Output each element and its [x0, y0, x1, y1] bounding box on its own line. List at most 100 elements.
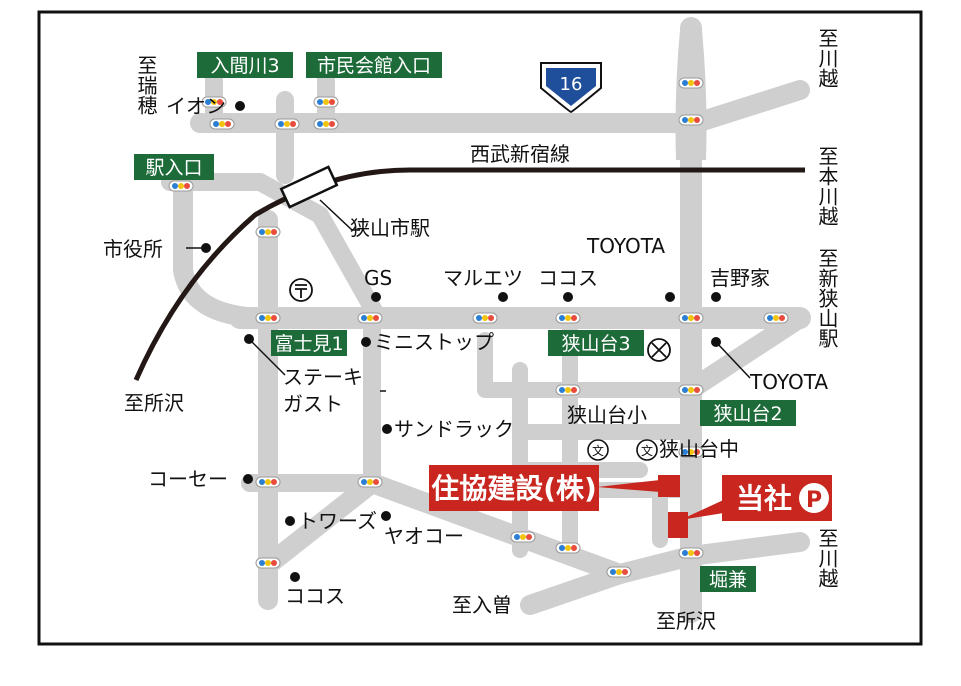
- traffic-light-icon: [606, 566, 632, 578]
- svg-text:駅入口: 駅入口: [145, 157, 202, 179]
- svg-text:狭山台2: 狭山台2: [713, 403, 782, 425]
- label-gusto: ガスト: [283, 392, 343, 416]
- traffic-light-icon: [555, 312, 581, 324]
- landmark-dots: [201, 101, 721, 582]
- dir-tokorozawa-bottom: 至所沢: [656, 609, 716, 633]
- svg-text:文: 文: [641, 443, 653, 458]
- sayama-station-icon: [279, 165, 339, 209]
- traffic-light-icon: [678, 384, 704, 396]
- label-ministop: ミニストップ: [374, 330, 494, 354]
- sign-shimin: 市民会館入口: [306, 52, 442, 78]
- label-sundrug: サンドラック: [394, 417, 514, 441]
- dir-honkawagoe: 至本川越: [815, 146, 839, 226]
- dir-irizo: 至入曽: [452, 593, 512, 617]
- svg-text:堀兼: 堀兼: [709, 569, 747, 591]
- dir-kawagoe-bottom: 至川越: [815, 528, 839, 588]
- route-16-shield-icon: 16: [540, 62, 602, 114]
- traffic-light-icon: [201, 96, 227, 108]
- label-yoshinoya: 吉野家: [710, 266, 770, 290]
- label-cosei: コーセー: [148, 467, 228, 491]
- traffic-light-icon: [678, 446, 704, 458]
- landmark-dot-icon: [371, 292, 381, 302]
- parking-icon: [799, 483, 829, 513]
- our-office-callout: 当社 P: [668, 475, 832, 538]
- sign-iruma: 入間川3: [197, 52, 293, 78]
- svg-text:市民会館入口: 市民会館入口: [317, 55, 431, 77]
- traffic-light-icon: [255, 557, 281, 569]
- traffic-light-icon: [255, 226, 281, 238]
- landmark-dot-icon: [382, 424, 392, 434]
- svg-text:文: 文: [592, 443, 604, 458]
- landmark-dot-icon: [235, 101, 245, 111]
- our-office-label: 当社: [736, 482, 792, 515]
- seibu-shinjuku-line: [133, 167, 805, 382]
- label-railway: 西武新宿線: [470, 142, 570, 166]
- landmark-dot-icon: [498, 292, 508, 302]
- traffic-light-icon: [168, 180, 194, 192]
- traffic-lights: [168, 77, 789, 578]
- traffic-light-icon: [678, 312, 704, 324]
- svg-text:富士見1: 富士見1: [274, 333, 343, 355]
- sign-horikane: 堀兼: [700, 566, 756, 592]
- sign-fujimi: 富士見1: [271, 330, 347, 356]
- traffic-light-icon: [678, 547, 704, 559]
- landmark-dot-icon: [285, 516, 295, 526]
- traffic-light-icon: [274, 118, 300, 130]
- school-icon: 文: [587, 439, 609, 461]
- label-cocos-top: ココス: [538, 266, 598, 290]
- svg-text:狭山台3: 狭山台3: [561, 333, 630, 355]
- direction-labels: 至瑞穂 至川越 至本川越 至新狭山駅 至川越 至所沢 至入曽 至所沢: [124, 28, 839, 633]
- post-office-icon: [289, 278, 313, 302]
- landmark-dot-icon: [563, 292, 573, 302]
- label-steak: ステーキ: [283, 365, 363, 389]
- traffic-light-icon: [313, 118, 339, 130]
- label-gs: GS: [364, 266, 392, 290]
- landmark-dot-icon: [243, 474, 253, 484]
- label-maruetsu: マルエツ: [443, 266, 523, 290]
- svg-text:入間川3: 入間川3: [210, 55, 279, 77]
- label-sayamadai-chu: 狭山台中: [659, 437, 739, 461]
- traffic-light-icon: [472, 312, 498, 324]
- label-aeon: イオン: [166, 94, 226, 118]
- landmark-labels: イオン 市役所 狭山市駅 西武新宿線 GS マルエツ ココス TOYOTA 吉野…: [103, 94, 828, 608]
- leader-line: [248, 338, 286, 376]
- intersection-signs: 入間川3 市民会館入口 駅入口 富士見1 狭山台3 狭山台2 堀兼: [134, 52, 796, 592]
- traffic-light-icon: [763, 312, 789, 324]
- sign-sayamadai2: 狭山台2: [700, 400, 796, 426]
- traffic-light-icon: [313, 96, 339, 108]
- landmark-dot-icon: [665, 292, 675, 302]
- label-yaokoh: ヤオコー: [384, 524, 464, 548]
- traffic-light-icon: [678, 77, 704, 89]
- label-shiyakusho: 市役所: [103, 237, 163, 261]
- landmark-dot-icon: [381, 511, 391, 521]
- traffic-light-icon: [678, 114, 704, 126]
- leader-line: [715, 341, 751, 379]
- dir-kawagoe-top: 至川越: [815, 28, 839, 88]
- label-toyota-top: TOYOTA: [586, 234, 665, 258]
- label-towers: トワーズ: [298, 509, 377, 533]
- traffic-light-icon: [555, 542, 581, 554]
- traffic-light-icon: [209, 118, 235, 130]
- station-leader-line: [319, 199, 360, 231]
- sign-eki: 駅入口: [134, 154, 214, 180]
- label-sayamadai-sho: 狭山台小: [567, 403, 647, 427]
- route-16-interchange: [675, 30, 707, 160]
- school-icon: 文: [636, 439, 658, 461]
- sign-sayamadai3: 狭山台3: [548, 330, 644, 356]
- parking-label: P: [806, 488, 822, 513]
- landmark-dot-icon: [711, 292, 721, 302]
- label-station: 狭山市駅: [350, 216, 430, 240]
- label-cocos-bottom: ココス: [285, 584, 345, 608]
- traffic-light-icon: [357, 312, 383, 324]
- dir-mizuho: 至瑞穂: [134, 55, 158, 115]
- company-name: 住協建設(株): [431, 472, 597, 505]
- police-box-icon: [647, 338, 671, 362]
- dir-tokorozawa-left: 至所沢: [124, 391, 184, 415]
- company-callout: 住協建設(株): [429, 465, 680, 511]
- traffic-light-icon: [510, 531, 536, 543]
- dir-shinsayama: 至新狭山駅: [815, 248, 839, 349]
- traffic-light-icon: [255, 312, 281, 324]
- traffic-light-icon: [555, 384, 581, 396]
- traffic-light-icon: [255, 476, 281, 488]
